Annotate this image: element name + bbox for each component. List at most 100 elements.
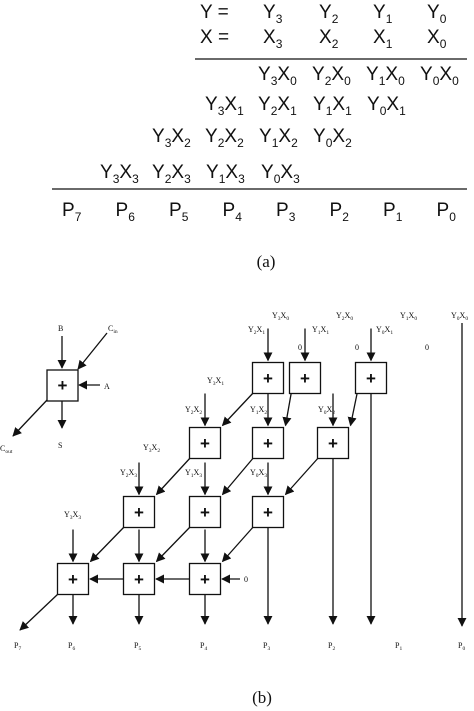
caption-a: (a) [257, 252, 276, 271]
carry-diagonal-6 [89, 525, 126, 563]
side-input-1: Y2X2 [185, 405, 202, 416]
adder-cell-4-symbol: + [263, 434, 273, 453]
partial-product-1-3: Y0X1 [367, 94, 406, 118]
output-3: P3 [263, 641, 270, 652]
partial-product-0-3: Y0X0 [420, 64, 459, 88]
partial-product-3-0: Y3X3 [100, 162, 139, 186]
adder-cell-0 [251, 361, 285, 395]
partial-product-1-0: Y3X1 [205, 94, 244, 118]
product-0: P0 [437, 200, 457, 224]
output-2: P2 [328, 641, 335, 652]
adder-cell-11-symbol: + [200, 570, 210, 589]
partial-product-0-0: Y3X0 [258, 64, 297, 88]
y-term-2: Y2 [319, 2, 339, 26]
top-input-5: Y1X1 [312, 325, 329, 336]
adder-cell-2-symbol: + [366, 369, 376, 388]
partial-product-1-1: Y2X1 [258, 94, 297, 118]
side-input-0: Y3X1 [207, 376, 224, 387]
output-1: P1 [395, 641, 402, 652]
carry-diagonal-3 [155, 456, 192, 496]
caption-b: (b) [252, 688, 272, 707]
output-4: P4 [200, 641, 207, 652]
product-6: P6 [116, 200, 136, 224]
legend-adder-cell [46, 369, 79, 402]
side-input-7: Y0X3 [250, 468, 267, 479]
product-3: P3 [276, 200, 296, 224]
side-input-8: Y3X3 [64, 510, 81, 521]
y-label: Y = [200, 2, 229, 23]
partial-product-0-1: Y2X0 [312, 64, 351, 88]
adder-cell-0-symbol: + [263, 369, 273, 388]
side-input-6: Y1X3 [185, 468, 202, 479]
legend-s-label: S [58, 441, 62, 450]
side-input-5: Y2X3 [120, 468, 137, 479]
carry-diagonal-2 [347, 391, 359, 427]
adder-cell-10-symbol: + [134, 570, 144, 589]
adder-cell-1 [288, 361, 322, 395]
side-input-4: Y3X2 [143, 443, 160, 454]
partial-product-2-3: Y0X2 [313, 126, 352, 150]
product-1: P1 [383, 200, 403, 224]
y-term-0: Y0 [427, 2, 447, 26]
carry-diagonal-8 [221, 525, 255, 563]
y-term-1: Y1 [373, 2, 393, 26]
x-label: X = [200, 27, 229, 48]
partial-product-2-1: Y2X2 [205, 126, 244, 150]
top-input-0: Y3X0 [272, 311, 289, 322]
partial-product-2-0: Y3X2 [152, 126, 191, 150]
partial-product-2-2: Y1X2 [259, 126, 298, 150]
adder-cell-7 [188, 495, 222, 529]
product-4: P4 [223, 200, 243, 224]
legend-cout-arrow [12, 398, 49, 437]
adder-cell-3-symbol: + [200, 434, 210, 453]
legend-a-label: A [104, 382, 110, 391]
partial-product-3-3: Y0X3 [261, 162, 300, 186]
legend-cin-label: Cin [108, 324, 118, 335]
carry-diagonal-5 [284, 456, 320, 496]
adder-array: + + + + + + + + + + + + [56, 361, 388, 596]
p7-carry-out [19, 593, 59, 631]
output-6: P6 [68, 641, 75, 652]
legend-plus-symbol: + [58, 376, 68, 395]
adder-cell-9-symbol: + [68, 570, 78, 589]
top-input-2: Y1X0 [400, 311, 417, 322]
output-0: P0 [458, 641, 465, 652]
top-input-3: Y0X0 [451, 311, 468, 322]
partial-product-0-2: Y1X0 [366, 64, 405, 88]
adder-cell-7-symbol: + [200, 503, 210, 522]
adder-cell-8-symbol: + [263, 503, 273, 522]
x-term-3: X3 [263, 27, 283, 51]
partial-product-3-2: Y1X3 [206, 162, 245, 186]
top-input-4: Y2X1 [248, 325, 265, 336]
adder-cell-6 [122, 495, 156, 529]
x-term-1: X1 [373, 27, 393, 51]
adder-cell-2 [354, 361, 388, 395]
legend-cin-arrow [77, 332, 108, 370]
x-term-0: X0 [427, 27, 447, 51]
carry-diagonal-1 [282, 391, 293, 427]
adder-cell-8 [251, 495, 285, 529]
product-2: P2 [330, 200, 350, 224]
y-term-3: Y3 [263, 2, 283, 26]
adder-cell-4 [251, 426, 285, 460]
output-5: P5 [134, 641, 141, 652]
partial-product-3-1: Y2X3 [152, 162, 191, 186]
legend-b-label: B [58, 324, 63, 333]
adder-cell-5 [316, 426, 350, 460]
zero-input-0: 0 [298, 343, 302, 352]
adder-cell-6-symbol: + [134, 503, 144, 522]
carry-diagonal-7 [155, 525, 192, 563]
side-input-3: Y0X2 [318, 405, 335, 416]
adder-cell-1-symbol: + [300, 369, 310, 388]
top-input-6: Y0X1 [376, 325, 393, 336]
full-adder-legend: + B A Cin Cout S [0, 324, 118, 455]
legend-cout-label: Cout [0, 444, 13, 455]
adder-cell-9 [56, 562, 90, 596]
adder-cell-5-symbol: + [328, 434, 338, 453]
